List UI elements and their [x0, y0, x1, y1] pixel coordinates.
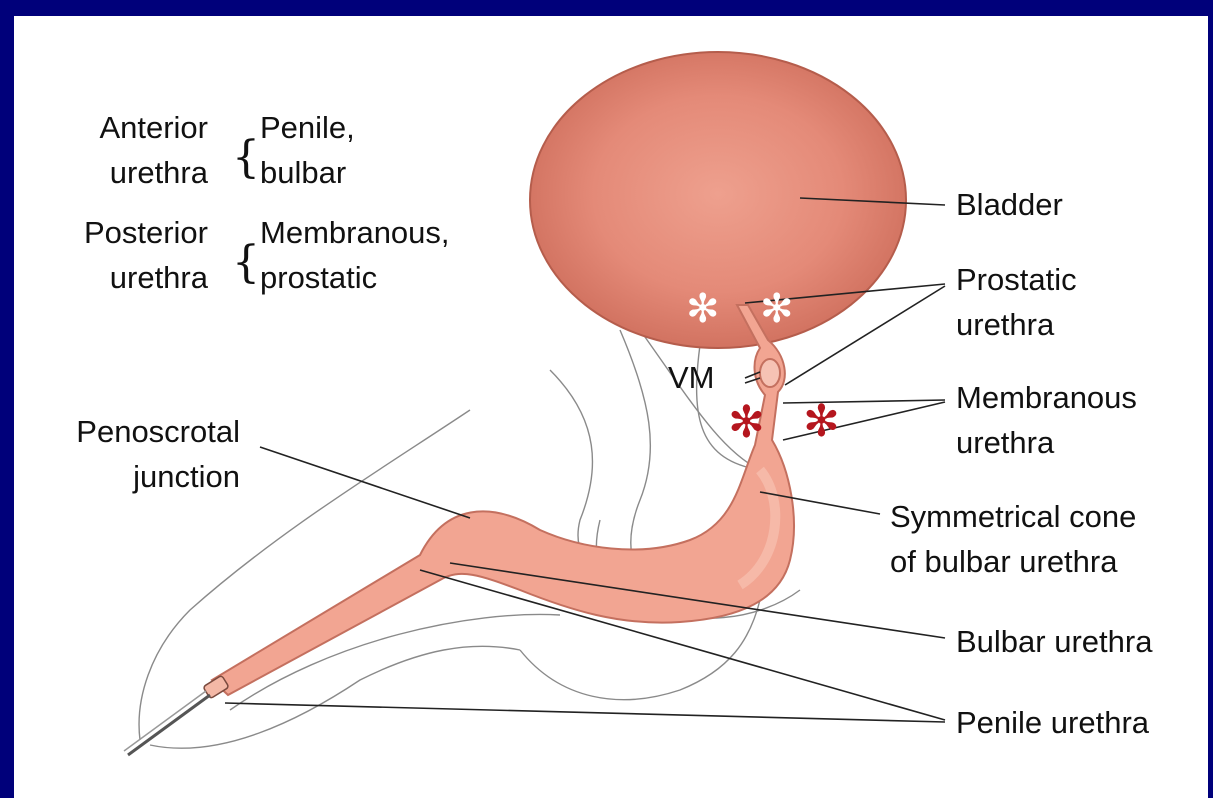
label-bladder: Bladder	[956, 187, 1063, 222]
legend-anterior-line2: urethra	[110, 155, 209, 190]
label-penoscrotal-line1: Penoscrotal	[76, 414, 240, 449]
verumontanum-shape	[760, 359, 780, 387]
legend-posterior-brace: {	[232, 237, 260, 288]
legend-posterior-line2: urethra	[110, 260, 209, 295]
label-membranous-line1: Membranous	[956, 380, 1137, 415]
legend-anterior-parts2: bulbar	[260, 155, 346, 190]
label-cone-line2: of bulbar urethra	[890, 544, 1118, 579]
legend-posterior-line1: Posterior	[84, 215, 208, 250]
legend-posterior-parts1: Membranous,	[260, 215, 450, 250]
label-prostatic-line2: urethra	[956, 307, 1055, 342]
label-bulbar: Bulbar urethra	[956, 624, 1153, 659]
label-vm: VM	[668, 360, 715, 395]
legend-anterior-line1: Anterior	[99, 110, 208, 145]
catheter-wire-2	[124, 691, 206, 751]
label-prostatic-line1: Prostatic	[956, 262, 1077, 297]
label-cone-line1: Symmetrical cone	[890, 499, 1136, 534]
label-penoscrotal-line2: junction	[132, 459, 240, 494]
label-penile: Penile urethra	[956, 705, 1150, 740]
prostatic-marker-right: ✻	[760, 286, 794, 332]
legend-anterior-parts1: Penile,	[260, 110, 355, 145]
label-membranous-line2: urethra	[956, 425, 1055, 460]
membranous-marker-left: ✻	[728, 397, 765, 448]
membranous-marker-right: ✻	[803, 396, 840, 447]
prostatic-marker-left: ✻	[686, 286, 720, 332]
legend-posterior-parts2: prostatic	[260, 260, 377, 295]
legend-anterior-brace: {	[232, 132, 260, 183]
legend: Anterior urethra { Penile, bulbar Poster…	[84, 110, 450, 295]
